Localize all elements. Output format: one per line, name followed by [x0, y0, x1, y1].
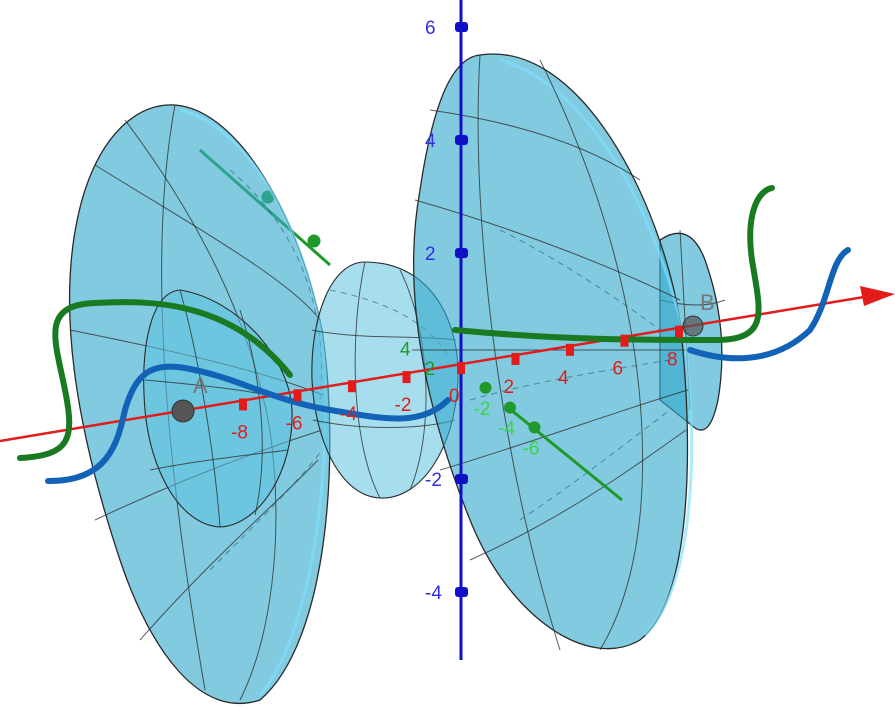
x-tick-mark [566, 343, 574, 356]
y-axis-tick-2 [307, 234, 321, 248]
x-tick-mark [293, 389, 302, 402]
x-tick-mark [620, 334, 629, 347]
y-tick-mark [504, 401, 516, 414]
z-tick-mark [455, 135, 468, 145]
point-b-marker[interactable] [682, 315, 704, 337]
surface-right [412, 53, 693, 651]
x-tick-label: 6 [613, 359, 624, 380]
x-tick-label: 0 [449, 386, 460, 407]
z-axis-ticks: 6 4 2 -2 -4 [425, 18, 468, 604]
helix-green [17, 185, 775, 461]
y-axis-ticks: -2-4-624 [400, 339, 541, 459]
x-tick-label: 8 [667, 350, 678, 371]
point-a[interactable]: A [171, 373, 208, 423]
z-tick-mark [455, 22, 468, 32]
x-tick-mark [675, 325, 683, 338]
z-tick-mark [455, 248, 468, 258]
x-tick-mark [402, 371, 411, 384]
x-tick-label: -2 [395, 395, 412, 416]
y-tick-label: -4 [498, 419, 515, 440]
y-axis-front [504, 403, 623, 502]
x-tick-mark [457, 362, 465, 374]
point-b[interactable]: B [682, 290, 715, 337]
x-tick-label: -6 [286, 413, 303, 434]
x-tick-label: -4 [340, 404, 357, 425]
x-tick-mark [511, 352, 520, 365]
z-tick-label: -2 [425, 470, 442, 491]
helix-blue [45, 247, 851, 485]
z-tick-mark [455, 474, 468, 484]
x-axis-line [0, 294, 871, 443]
x-axis [0, 286, 895, 443]
z-tick-label: 2 [425, 244, 436, 265]
point-b-label: B [700, 290, 715, 315]
x-tick-mark [239, 398, 247, 411]
y-tick-label: 4 [400, 339, 411, 360]
z-tick-label: 6 [425, 18, 436, 39]
y-tick-label: -6 [523, 438, 540, 459]
x-tick-label: 4 [558, 368, 569, 389]
y-tick-mark [479, 381, 492, 394]
point-a-label: A [193, 373, 208, 398]
x-tick-label: 2 [504, 377, 515, 398]
x-tick-label: -8 [231, 422, 248, 443]
y-tick-mark [528, 421, 541, 434]
z-tick-label: -4 [425, 583, 442, 604]
point-a-marker[interactable] [171, 399, 195, 423]
z-tick-label: 4 [425, 131, 436, 152]
x-tick-mark [348, 380, 356, 393]
y-axis-line-front [504, 403, 623, 502]
y-tick-label: -2 [474, 399, 491, 420]
x-axis-arrow [860, 286, 895, 306]
z-tick-mark [455, 587, 468, 597]
y-tick-label: 2 [425, 359, 436, 380]
